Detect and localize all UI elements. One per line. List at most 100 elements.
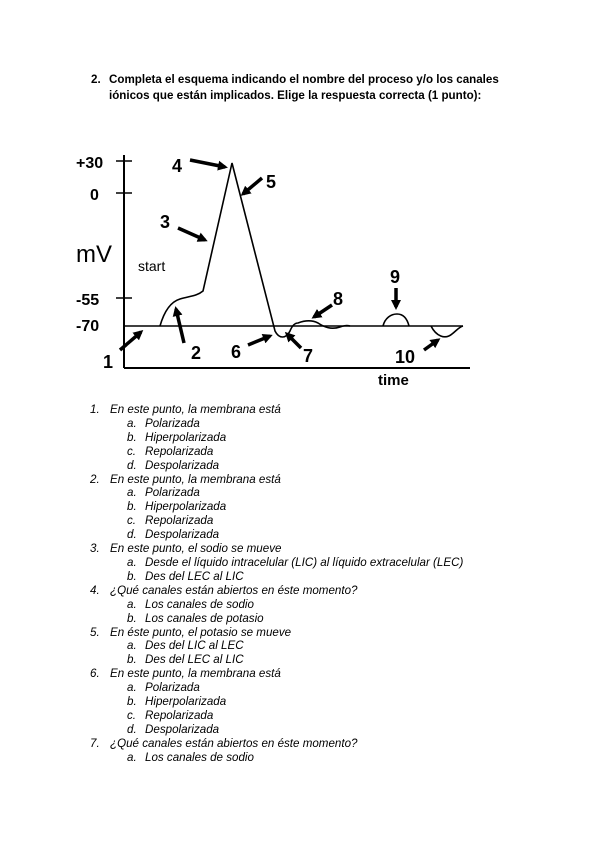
- option-text: Despolarizada: [145, 528, 220, 542]
- question-num: 4.: [90, 583, 100, 597]
- question-num: 1.: [90, 403, 100, 416]
- option-text: Los canales de sodio: [145, 750, 254, 764]
- arrow-5: [240, 176, 264, 196]
- question-item: 6. En este punto, la membrana está: [90, 667, 570, 681]
- question-instructions: Completa el esquema indicando el nombre …: [109, 73, 499, 102]
- marker-label-3: 3: [160, 212, 170, 232]
- y-tick-label: -70: [76, 318, 99, 335]
- answer-option[interactable]: a.Polarizada: [90, 417, 570, 431]
- y-tick-label: 0: [90, 187, 99, 204]
- marker-label-7: 7: [303, 346, 313, 366]
- question-item: 4. ¿Qué canales están abiertos en éste m…: [90, 584, 570, 598]
- option-letter: a.: [127, 750, 137, 764]
- marker-label-5: 5: [266, 172, 276, 192]
- option-text: Desde el líquido intracelular (LIC) al l…: [145, 555, 464, 569]
- marker-label-1: 1: [103, 352, 113, 372]
- answer-option[interactable]: d. Despolarizada: [90, 528, 570, 542]
- option-letter: c.: [127, 514, 137, 528]
- question-text: En este punto, la membrana está: [110, 403, 281, 416]
- option-letter: b.: [127, 653, 137, 667]
- option-letter: a.: [127, 555, 137, 569]
- arrow-4: [189, 158, 228, 171]
- answer-option[interactable]: c.Repolarizada: [90, 514, 570, 528]
- option-text: Despolarizada: [145, 722, 220, 736]
- arrow-7: [284, 331, 303, 350]
- question-list: 1. En este punto, la membrana está a. Pol…: [90, 403, 570, 765]
- arrow-8: [311, 303, 333, 319]
- question-text: En este punto, la membrana está: [110, 472, 281, 486]
- arrow-2: [172, 306, 186, 344]
- option-letter: d.: [127, 528, 137, 542]
- option-letter: d.: [127, 458, 137, 472]
- question-num: 6.: [90, 667, 100, 681]
- question-item: 3. En este punto, el sodio se mueve: [90, 542, 570, 556]
- answer-option[interactable]: c. Repolarizada: [90, 445, 570, 459]
- question-heading: 2. Completa el esquema indicando el nomb…: [91, 72, 541, 104]
- answer-option[interactable]: b. Hiperpolarizada: [90, 500, 570, 514]
- option-text: Des del LIC al LEC: [145, 639, 244, 653]
- marker-label-10: 10: [395, 347, 415, 367]
- marker-label-2: 2: [191, 343, 201, 363]
- option-text: Hiperpolarizada: [145, 500, 227, 514]
- question-item: 1. En este punto, la membrana está: [90, 403, 570, 417]
- answer-option[interactable]: b. Hiperpolarizada: [90, 431, 570, 445]
- answer-option[interactable]: a.Los canales de sodio: [90, 598, 570, 612]
- marker-label-4: 4: [172, 156, 182, 176]
- option-letter: b.: [127, 500, 137, 514]
- answer-option[interactable]: a. Los canales de sodio: [90, 751, 570, 765]
- option-text: Despolarizada: [145, 458, 220, 472]
- option-text: Des del LEC al LIC: [145, 653, 244, 667]
- answer-option[interactable]: b. Hiperpolarizada: [90, 695, 570, 709]
- answer-option[interactable]: a. Des del LIC al LEC: [90, 639, 570, 653]
- option-letter: a.: [127, 597, 137, 611]
- y-tick-label: -55: [76, 292, 99, 309]
- option-letter: a.: [127, 486, 137, 500]
- option-letter: d.: [127, 722, 137, 736]
- answer-option[interactable]: a. Polarizada: [90, 486, 570, 500]
- question-text: En este punto, la membrana está: [110, 667, 281, 681]
- question-item: 2. En este punto, la membrana está: [90, 473, 570, 487]
- marker-label-8: 8: [333, 289, 343, 309]
- option-text: Los canales de potasio: [145, 611, 264, 625]
- answer-option[interactable]: d. Despolarizada: [90, 459, 570, 473]
- y-axis-unit: mV: [76, 241, 112, 268]
- action-potential-curve: [159, 162, 464, 338]
- answer-option[interactable]: a. Desde el líquido intracelular (LIC) al…: [90, 556, 570, 570]
- marker-label-6: 6: [231, 342, 241, 362]
- y-tick-label: +30: [76, 155, 103, 172]
- option-letter: a.: [127, 681, 137, 695]
- option-letter: a.: [127, 416, 137, 430]
- arrow-3: [177, 226, 208, 242]
- answer-option[interactable]: c. Repolarizada: [90, 709, 570, 723]
- option-text: Repolarizada: [145, 444, 214, 458]
- question-num: 2.: [90, 472, 100, 486]
- answer-option[interactable]: a. Polarizada: [90, 681, 570, 695]
- question-text: ¿Qué canales están abiertos en éste mome…: [110, 583, 358, 597]
- option-text: Repolarizada: [145, 708, 214, 722]
- option-letter: b.: [127, 695, 137, 709]
- option-text: Hiperpolarizada: [145, 430, 227, 444]
- question-text: En éste punto, el potasio se mueve: [110, 625, 292, 639]
- answer-option[interactable]: b. Des del LEC al LIC: [90, 653, 570, 667]
- option-letter: b.: [127, 569, 137, 583]
- question-text: En este punto, el sodio se mueve: [110, 542, 282, 556]
- option-text: Polarizada: [145, 681, 200, 695]
- question-text: ¿Qué canales están abiertos en éste mome…: [110, 736, 358, 750]
- answer-option[interactable]: b.Des del LEC al LIC: [90, 570, 570, 584]
- question-num: 7.: [90, 736, 100, 750]
- option-text: Polarizada: [145, 486, 200, 500]
- option-text: Hiperpolarizada: [145, 695, 227, 709]
- arrow-10: [422, 338, 441, 352]
- question-num: 5.: [90, 625, 100, 639]
- question-number: 2.: [91, 73, 101, 86]
- answer-option[interactable]: d. Despolarizada: [90, 723, 570, 737]
- option-letter: c.: [127, 708, 137, 722]
- answer-option[interactable]: b. Los canales de potasio: [90, 612, 570, 626]
- marker-label-9: 9: [390, 267, 400, 287]
- arrow-1: [118, 330, 144, 352]
- option-letter: c.: [127, 444, 137, 458]
- option-letter: b.: [127, 430, 137, 444]
- question-num: 3.: [90, 542, 100, 556]
- option-letter: a.: [127, 639, 137, 653]
- option-letter: b.: [127, 611, 137, 625]
